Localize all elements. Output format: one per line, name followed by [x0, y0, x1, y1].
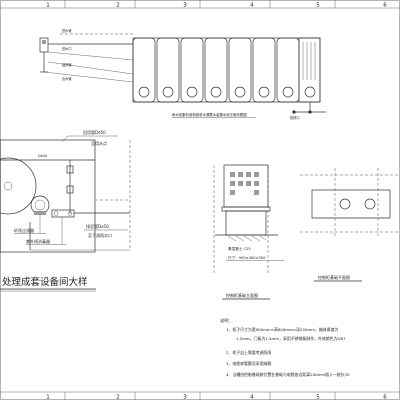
- filter-label: 砂洗过滤器: [14, 227, 34, 233]
- cabinet-foundation-elevation: 素混凝土 C25 尺寸：900×400×300 控制柜基础立面图: [213, 164, 284, 300]
- note-line: 1、柜子尺寸为宽900mm×高600mm×深250mm，箱体厚度为: [226, 327, 338, 332]
- design-notes: 说明： 1、柜子尺寸为宽900mm×高600mm×深250mm，箱体厚度为 1.…: [220, 317, 350, 377]
- pipe-label: 出水管: [62, 76, 72, 81]
- pipe-size-label: De40: [38, 154, 47, 158]
- drain-point-label: 至下游雨水口: [88, 232, 112, 238]
- note-line: 3、电缆穿管敷设采用暗敷: [226, 361, 271, 366]
- foundation-plan-outline: [311, 189, 391, 219]
- tank-module: [276, 37, 300, 103]
- pipe-label: 检修口: [290, 115, 300, 120]
- note-line: 4、当槽由控制基础前位置在基础与电缆各边距离200mm插入一根长30: [226, 372, 350, 377]
- notes-heading: 说明：: [220, 317, 233, 324]
- equipment-room-title: 处理成套设备间大样: [2, 276, 88, 288]
- uv-label: 紫外线消毒器: [26, 238, 50, 244]
- return-pipe-label: 回用管De50: [83, 129, 106, 135]
- valve-box: [66, 185, 74, 194]
- grid-number: 3: [183, 2, 187, 8]
- cabinet-foundation-plan: 控制柜基础平面图: [300, 168, 400, 282]
- note-line: 2、柜子自上需要考虑防雨: [226, 350, 271, 355]
- grid-number: 4: [250, 395, 254, 401]
- tank-plan-caption: 雨水收集利用和回收水源蓄水装置水池平面布置图: [172, 112, 247, 117]
- elevation-title: 控制柜基础立面图: [226, 292, 258, 298]
- concrete-base: [225, 210, 267, 236]
- note-line: 1.2mm，门板为1.5mm，采用不锈钢板制作，外体颜色为GB7: [236, 336, 346, 341]
- tank-module: [252, 37, 276, 103]
- tank-outline: [132, 37, 321, 103]
- pipe-label: 进水口: [62, 46, 72, 51]
- grid-number: 2: [116, 2, 120, 8]
- concrete-note: 素混凝土 C25: [228, 246, 251, 251]
- inlet-valve: [42, 40, 46, 44]
- grid-number: 3: [183, 395, 187, 401]
- grid-number: 4: [250, 2, 254, 8]
- tank-module: [204, 37, 228, 103]
- grid-number: 2: [116, 395, 120, 401]
- equipment-room-detail: De40 回用管De50 至用水点 砂洗过滤器 紫外线消毒器 排泥管De50 至…: [0, 129, 131, 292]
- tank-module: [156, 37, 180, 103]
- pump-chamber: [298, 37, 321, 103]
- plan-title: 控制柜基础平面图: [318, 274, 350, 280]
- return-point-label: 至用水点: [91, 140, 107, 146]
- grid-number: 5: [316, 395, 320, 401]
- drain-pipe-label: 排泥管De50: [86, 223, 109, 229]
- storage-tank: [0, 157, 37, 215]
- grid-number: 6: [383, 2, 387, 8]
- tank-module: [228, 37, 252, 103]
- size-note: 尺寸：900×400×300: [228, 255, 266, 260]
- grid-number: 6: [383, 395, 387, 401]
- grid-number: 5: [316, 2, 320, 8]
- grid-number: 1: [46, 395, 50, 401]
- tank-module: [132, 37, 156, 103]
- uv-sterilizer: [51, 209, 75, 218]
- pipe-label: 溢流管: [62, 62, 72, 67]
- valve-box: [66, 165, 74, 174]
- pipe-label: 进水管: [62, 28, 72, 33]
- tank-module: [180, 37, 204, 103]
- tank-layout-plan: 进水管 进水口 溢流管 出水管: [39, 28, 326, 120]
- grid-number: 1: [46, 2, 50, 8]
- room-wall: [0, 139, 96, 253]
